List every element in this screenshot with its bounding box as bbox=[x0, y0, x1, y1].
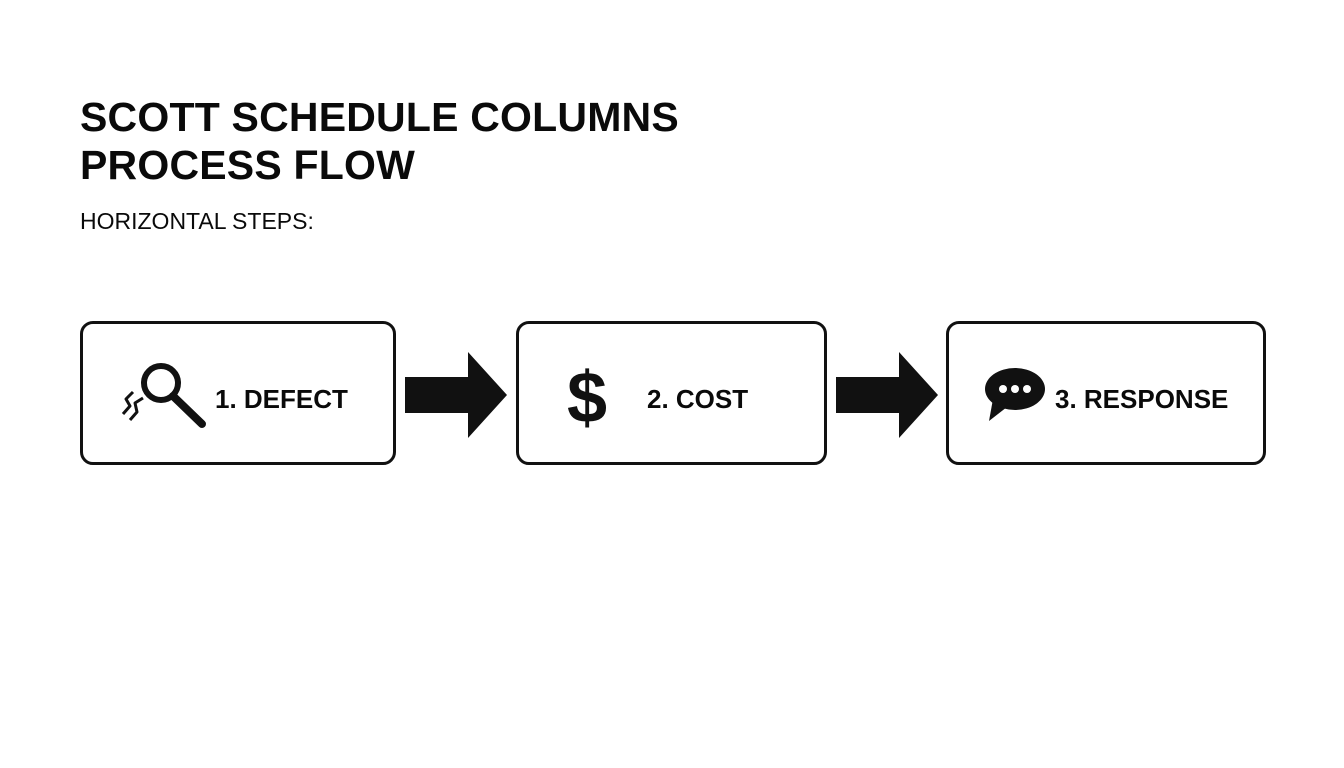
step-label-defect: 1. DEFECT bbox=[215, 384, 348, 414]
arrow-right-icon bbox=[836, 352, 938, 438]
step-response: 3. RESPONSE bbox=[946, 321, 1266, 465]
step-defect: 1. DEFECT bbox=[80, 321, 396, 465]
step-label-cost: 2. COST bbox=[647, 384, 749, 414]
step-label-response: 3. RESPONSE bbox=[1055, 384, 1229, 414]
magnifier-crack-icon bbox=[121, 363, 206, 428]
title-line-2: PROCESS FLOW bbox=[80, 142, 415, 188]
page-title: SCOTT SCHEDULE COLUMNS PROCESS FLOW bbox=[80, 93, 679, 189]
subtitle: HORIZONTAL STEPS: bbox=[80, 208, 314, 234]
title-line-1: SCOTT SCHEDULE COLUMNS bbox=[80, 94, 679, 140]
dollar-icon: $ bbox=[567, 364, 607, 434]
chat-bubble-icon bbox=[985, 368, 1045, 421]
step-cost: $ 2. COST bbox=[516, 321, 827, 465]
arrow-right-icon bbox=[405, 352, 507, 438]
svg-text:$: $ bbox=[567, 364, 607, 434]
